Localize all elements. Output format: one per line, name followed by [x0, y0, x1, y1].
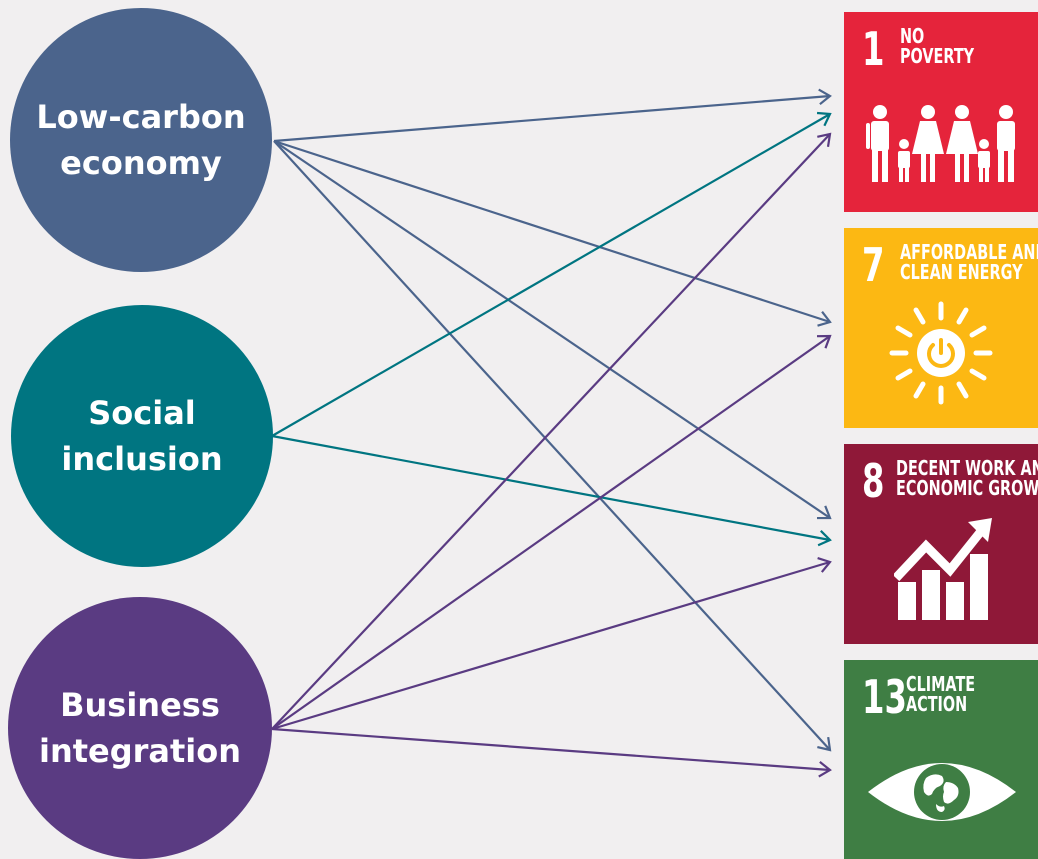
connector-arrow-business-integration-to-sdg8	[271, 556, 832, 731]
connector-arrow-low-carbon-to-sdg1	[273, 88, 832, 143]
sdg-number: 8	[862, 454, 885, 508]
sdg-title: AFFORDABLE AND CLEAN ENERGY	[900, 242, 1038, 282]
pillar-label-line2: integration	[38, 732, 242, 770]
sdg-title-line2: ACTION	[906, 692, 968, 716]
connector-arrow-business-integration-to-sdg7	[271, 334, 832, 730]
sdg-title: DECENT WORK AND ECONOMIC GROWTH	[896, 458, 1038, 498]
pillar-low-carbon-economy: Low-carbon economy	[10, 8, 272, 272]
sdg-number: 13	[862, 670, 907, 724]
pillar-label-line2: economy	[60, 144, 222, 182]
sdg-title-line1: DECENT WORK AND	[896, 456, 1038, 480]
sdg-title-line1: NO	[900, 24, 925, 48]
connector-arrow-business-integration-to-sdg13	[271, 727, 832, 778]
pillar-social-inclusion: Social inclusion	[11, 305, 273, 567]
sdg-title-line2: POVERTY	[900, 44, 975, 68]
sun-power-icon	[889, 301, 993, 405]
growth-chart-icon	[894, 518, 992, 620]
sdg-title-line2: CLEAN ENERGY	[900, 260, 1023, 284]
sdg-number: 1	[862, 22, 885, 76]
sdg-title: NO POVERTY	[900, 26, 974, 66]
pillar-label-line1: Low-carbon	[36, 98, 246, 136]
sdg-tile-affordable-clean-energy: 7 AFFORDABLE AND CLEAN ENERGY	[844, 228, 1038, 428]
sdg-title: CLIMATE ACTION	[906, 674, 975, 714]
sdg-title-line1: CLIMATE	[906, 672, 976, 696]
sdg-title-line1: AFFORDABLE AND	[900, 240, 1038, 264]
pillar-business-integration: Business integration	[8, 597, 272, 859]
connector-arrow-low-carbon-to-sdg7	[273, 139, 832, 327]
sdg-number: 7	[862, 238, 885, 292]
connector-arrow-business-integration-to-sdg1	[271, 132, 832, 730]
pillar-label-line1: Business	[60, 686, 220, 724]
sdg-tile-no-poverty: 1 NO POVERTY	[844, 12, 1038, 212]
pillar-label-line1: Social	[88, 394, 196, 432]
family-icon	[866, 105, 1015, 182]
eye-globe-icon	[868, 763, 1016, 821]
sdg-title-line2: ECONOMIC GROWTH	[896, 476, 1038, 500]
sdg-tile-climate-action: 13 CLIMATE ACTION	[844, 660, 1038, 859]
connector-arrow-low-carbon-to-sdg13	[273, 140, 832, 752]
connector-arrow-social-inclusion-to-sdg8	[271, 434, 832, 547]
sdg-tile-decent-work-economic-growth: 8 DECENT WORK AND ECONOMIC GROWTH	[844, 444, 1038, 644]
connector-arrow-low-carbon-to-sdg8	[273, 140, 832, 520]
pillar-label-line2: inclusion	[61, 440, 223, 478]
connector-arrow-social-inclusion-to-sdg1	[271, 111, 832, 437]
